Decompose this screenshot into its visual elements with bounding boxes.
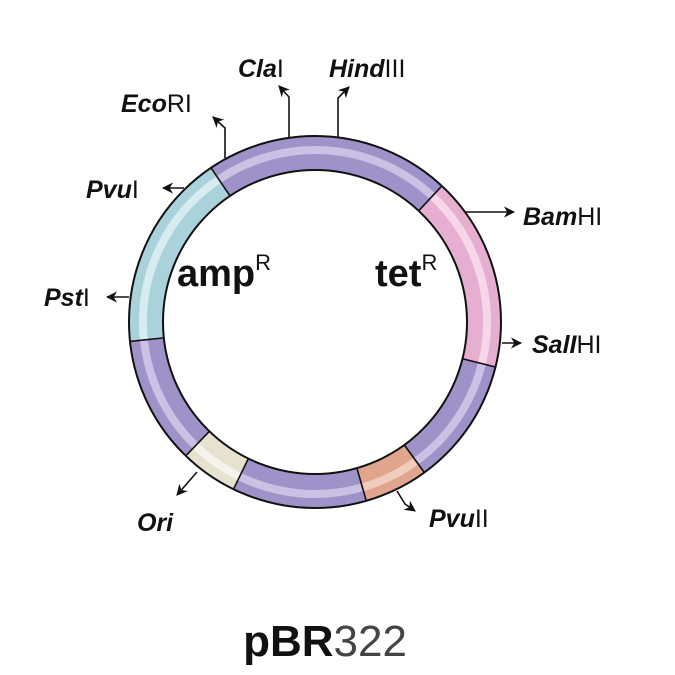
site-label-bam: BamHI — [523, 203, 602, 231]
ori-arrow — [176, 471, 198, 496]
site-label-hind: HindIII — [329, 55, 405, 83]
backbone-segment-stripe — [413, 362, 486, 465]
segment-boundary — [232, 458, 250, 490]
backbone-segment-stripe — [237, 472, 364, 498]
ring-outer-outline — [128, 135, 502, 509]
backbone-segment — [404, 358, 496, 473]
site-label-ori: Ori — [137, 509, 174, 537]
cla-arrow — [278, 85, 290, 137]
plasmid-title: pBR322 — [243, 617, 407, 666]
ori-segment-stripe — [192, 442, 242, 481]
segment-boundary — [210, 167, 231, 197]
segment-boundary — [356, 467, 368, 502]
segment-boundary — [185, 430, 210, 457]
site-label-cla: ClaI — [238, 55, 284, 83]
segment-boundary — [462, 357, 496, 368]
gene-label-tet: tetR — [375, 250, 437, 295]
site-label-sal: SalIHI — [532, 331, 601, 359]
tet-segment-stripe — [429, 193, 491, 365]
segment-boundary — [129, 337, 164, 343]
eco-arrow — [212, 116, 226, 158]
hind-arrow — [337, 86, 350, 137]
plasmid-ring — [128, 135, 502, 509]
gene-label-amp: ampR — [177, 250, 271, 295]
segment-boundary — [403, 444, 425, 473]
site-label-pvu1: PvuI — [86, 176, 139, 204]
ring-inner-outline — [162, 169, 468, 475]
rop-segment-stripe — [361, 457, 419, 492]
backbone-segment-stripe — [139, 339, 199, 449]
backbone-segment-stripe — [216, 146, 436, 200]
site-label-eco: EcoRI — [121, 90, 192, 118]
site-label-pst: PstI — [44, 284, 90, 312]
amp-segment-stripe — [139, 176, 222, 341]
site-label-pvu2: PvuII — [429, 505, 489, 533]
pvu2-arrow — [396, 490, 416, 512]
segment-boundary — [418, 185, 443, 212]
